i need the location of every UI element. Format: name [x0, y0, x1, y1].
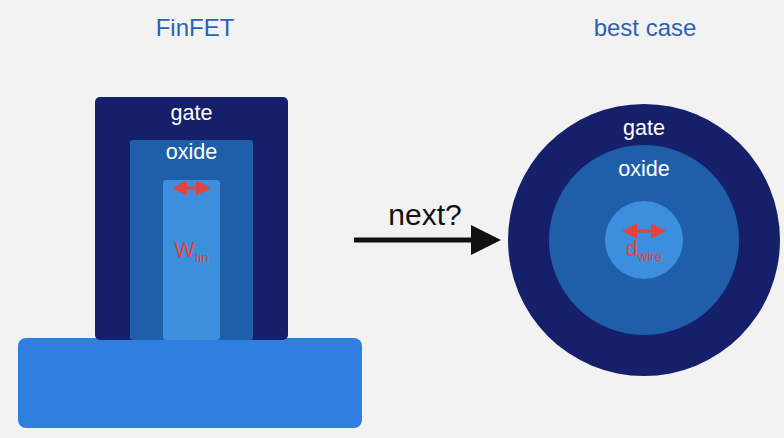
- figure-heading: best case: [594, 14, 697, 42]
- text-holder: Wfin: [163, 238, 220, 265]
- shape-fill: [130, 140, 253, 340]
- shape-fill: [508, 104, 780, 376]
- layer-box: gate oxideWfin: [95, 97, 288, 340]
- edge-label: next?: [388, 198, 461, 232]
- node-label: W: [174, 237, 194, 262]
- shape-fill: [549, 145, 739, 335]
- text-holder: dwire: [605, 237, 683, 264]
- node-label: gate: [170, 100, 212, 125]
- text-holder: oxide: [549, 157, 739, 182]
- circle-region: oxide dwire: [549, 145, 739, 335]
- node-label: oxide: [618, 156, 670, 181]
- text-holder: gate: [95, 101, 288, 126]
- circle-region: gate oxide dwire: [508, 104, 780, 376]
- layer-box: Wfin: [163, 180, 220, 340]
- text-holder: oxide: [130, 140, 253, 165]
- transition-arrow: [354, 238, 496, 243]
- shape-outline: [605, 201, 683, 279]
- substrate: [18, 338, 362, 428]
- shape-fill: [605, 201, 683, 279]
- shape-fill: [95, 97, 288, 340]
- layer-box: oxideWfin: [130, 140, 253, 340]
- dimension-arrow: [175, 187, 208, 190]
- shape-fill: [163, 180, 220, 340]
- circle-region: dwire: [605, 201, 683, 279]
- figure-heading: FinFET: [156, 14, 235, 42]
- dimension-arrow: [625, 230, 663, 233]
- node-label: gate: [623, 115, 665, 140]
- node-label: oxide: [166, 139, 218, 164]
- subscript-label: wire: [638, 249, 663, 264]
- subscript-label: fin: [195, 250, 209, 265]
- text-holder: gate: [508, 116, 780, 141]
- node-label: d: [626, 236, 638, 261]
